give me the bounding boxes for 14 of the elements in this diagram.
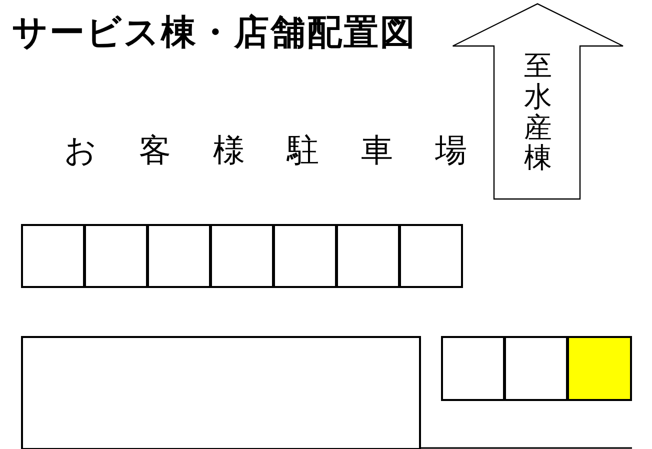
parking-space (210, 224, 274, 288)
parking-space (84, 224, 148, 288)
parking-space (504, 336, 568, 401)
parking-space (273, 224, 337, 288)
building-block (21, 336, 421, 449)
highlighted-store-space (567, 336, 632, 401)
parking-space (336, 224, 400, 288)
diagram-title: サービス棟・店舗配置図 (12, 14, 416, 52)
parking-space (147, 224, 211, 288)
parking-space (441, 336, 505, 401)
parking-space (399, 224, 463, 288)
parking-space (21, 224, 85, 288)
destination-label: 至水産棟 (524, 51, 552, 174)
parking-area-label: お客様駐車場 (64, 131, 509, 170)
